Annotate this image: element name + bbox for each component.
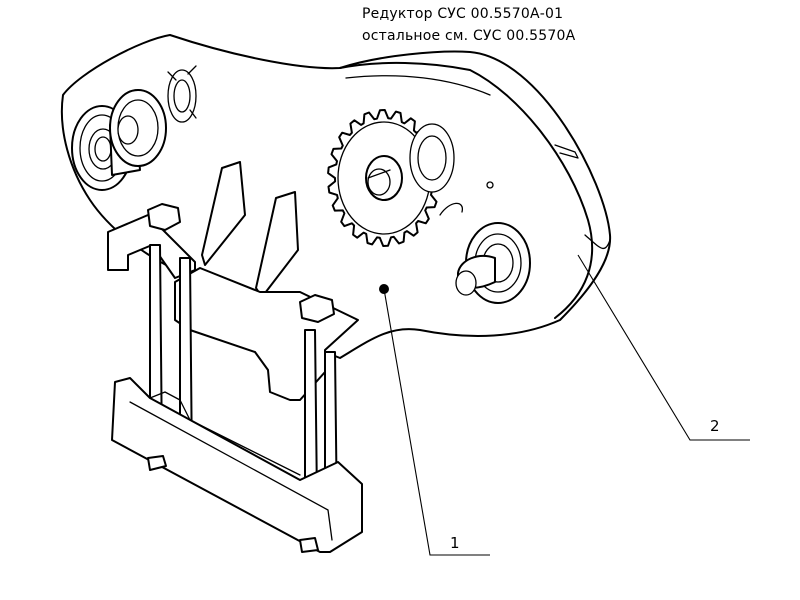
- leader-lines: [383, 254, 750, 556]
- output-shaft-bearing: [439, 202, 531, 304]
- drawing-note-line-1: Редуктор СУС 00.5570А-01: [362, 6, 563, 22]
- sprocket: [327, 109, 455, 247]
- left-bearing-assembly: [71, 65, 197, 191]
- callout-number-1: 1: [450, 534, 460, 552]
- drawing-note-line-2: остальное см. СУС 00.5570А: [362, 28, 576, 44]
- callout-number-2: 2: [710, 417, 720, 435]
- leader-line-2: [577, 254, 750, 441]
- mounting-bracket: [107, 161, 363, 553]
- leader-line-1: [383, 288, 490, 556]
